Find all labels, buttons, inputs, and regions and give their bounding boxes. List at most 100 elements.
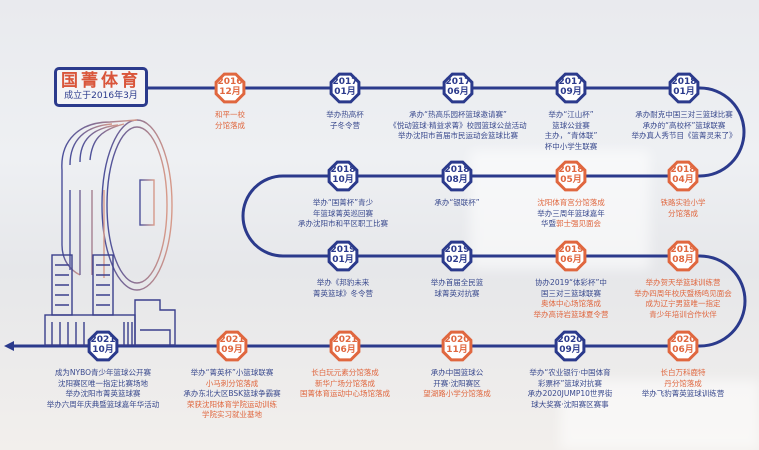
description-text: 举办“国菁杯”青少 xyxy=(312,198,374,207)
milestone-year: 2021 xyxy=(90,335,116,345)
octagon-badge-icon xyxy=(214,72,246,104)
description-text: 沈阳体育宫分馆落成 xyxy=(537,198,605,207)
milestone-month: 12月 xyxy=(219,87,241,97)
milestone-month: 10月 xyxy=(92,345,114,355)
milestone-year: 2018 xyxy=(670,165,696,175)
milestone-month: 06月 xyxy=(560,255,582,265)
octagon-badge-icon xyxy=(329,330,361,362)
octagon-badge-icon xyxy=(555,72,587,104)
brand-title: 国菁体育 xyxy=(61,71,141,91)
milestone-month: 09月 xyxy=(221,345,243,355)
octagon-badge-icon xyxy=(668,72,700,104)
description-text: 望湖路小学分馆落成 xyxy=(423,389,491,398)
milestone-year: 2019 xyxy=(444,245,470,255)
description-line: 国三对三篮球联赛 xyxy=(496,289,646,300)
octagon-badge-icon xyxy=(87,330,119,362)
milestone-description: 举办热高杯子冬令营 xyxy=(270,110,420,131)
description-line: 举办高诗岩篮球夏令营 xyxy=(496,310,646,321)
description-line: 举办首届全民篮 xyxy=(382,278,532,289)
description-line: 沈阳赛区唯一指定比赛场地 xyxy=(28,379,178,390)
octagon-badge-icon xyxy=(667,160,699,192)
description-line: 小马刺分馆落成 xyxy=(157,379,307,390)
milestone-year: 2021 xyxy=(332,335,358,345)
milestone-month: 10月 xyxy=(332,175,354,185)
description-line: 承办“银联杯” xyxy=(382,198,532,209)
octagon-badge-icon xyxy=(441,240,473,272)
milestone-year: 2021 xyxy=(219,335,245,345)
description-line: 和平一校 xyxy=(155,110,305,121)
description-text: 新华广场分馆落成 xyxy=(315,378,375,388)
description-text: 承办沈阳市和平区职工比赛 xyxy=(298,219,388,228)
milestone-year: 2019 xyxy=(670,245,696,255)
milestone-description: 承办“热高乐园杯篮球邀请赛”《悦动篮球·精益求菁》校园篮球公益活动举办沈阳市首届… xyxy=(383,110,533,142)
description-line: 举办“江山杯” xyxy=(496,110,646,121)
milestone-description: 举办《邦豹未来菁英篮球》冬令营 xyxy=(268,278,418,299)
description-line: 成为NYBO青少年篮球公开赛 xyxy=(28,368,178,379)
description-text: 子冬令营 xyxy=(330,120,360,130)
description-text: 国菁体育运动中心场馆落成 xyxy=(300,389,390,398)
milestone-month: 06月 xyxy=(447,87,469,97)
milestone-year: 2016 xyxy=(217,77,243,87)
description-text: 华暨 xyxy=(541,219,556,228)
description-text: 奥体中心场馆落成 xyxy=(541,299,601,308)
octagon-badge-icon xyxy=(442,72,474,104)
description-line: 开赛·沈阳赛区 xyxy=(382,379,532,390)
description-line: 球菁英对抗赛 xyxy=(382,289,532,300)
description-text: 荣获沈阳体育学院运动训练 xyxy=(187,399,277,409)
milestone-year: 2020 xyxy=(557,335,583,345)
milestone-description: 承办“银联杯” xyxy=(382,198,532,209)
milestone-year: 2019 xyxy=(558,245,584,255)
milestone-month: 08月 xyxy=(446,175,468,185)
octagon-badge-icon xyxy=(667,330,699,362)
octagon-badge-icon xyxy=(327,160,359,192)
description-text: 小马刺分馆落成 xyxy=(205,378,259,388)
description-line: 承办2020JUMP10世界街 xyxy=(495,389,645,400)
description-line: 子冬令营 xyxy=(270,121,420,132)
description-text: 举办沈阳市首届市民运动会篮球比赛 xyxy=(398,131,518,140)
description-line: 举办贺天举篮球训练营 xyxy=(608,278,758,289)
milestone-month: 01月 xyxy=(334,87,356,97)
description-text: 杯中小学生联赛 xyxy=(544,141,598,151)
description-text: 举办热高杯 xyxy=(326,110,364,119)
octagon-badge-icon xyxy=(329,72,361,104)
brand-founded: 成立于2016年3月 xyxy=(64,91,138,101)
description-text: 举办“江山杯” xyxy=(548,110,594,119)
brand-logo-box: 国菁体育 成立于2016年3月 xyxy=(54,67,148,107)
description-line: 承办东北大区BSK篮球争霸赛 xyxy=(157,389,307,400)
description-line: 承办“热高乐园杯篮球邀请赛” xyxy=(383,110,533,121)
description-text: 承办东北大区BSK篮球争霸赛 xyxy=(183,389,281,398)
milestone-description: 长白万科鹿特丹分馆落成举办飞豹菁英篮球训练营 xyxy=(608,368,758,400)
description-line: 举办沈阳市首届市民运动会篮球比赛 xyxy=(383,131,533,142)
milestone-description: 举办“江山杯”篮球公益赛主办，“青体联”杯中小学生联赛 xyxy=(496,110,646,152)
description-line: 年篮球菁英巡回赛 xyxy=(268,209,418,220)
description-text: 举办三周年篮球嘉年 xyxy=(537,208,605,218)
milestone-year: 2018 xyxy=(330,165,356,175)
milestone-description: 举办“菁英杯”小篮球联赛小马刺分馆落成承办东北大区BSK篮球争霸赛荣获沈阳体育学… xyxy=(157,368,307,421)
description-line: 举办“国菁杯”青少 xyxy=(268,198,418,209)
milestone-year: 2017 xyxy=(445,77,471,87)
description-text: 举办四周年校庆暨杨鸣见面会 xyxy=(634,288,732,298)
milestone-description: 举办“国菁杯”青少年篮球菁英巡回赛承办沈阳市和平区职工比赛 xyxy=(268,198,418,230)
description-text: 篮球公益赛 xyxy=(552,120,590,130)
milestone-description: 举办贺天举篮球训练营举办四周年校庆暨杨鸣见面会成为辽宁男篮唯一指定青少年培训合作… xyxy=(608,278,758,320)
description-line: 分馆落成 xyxy=(155,121,305,132)
description-text: 承办中国篮球公 xyxy=(430,368,484,377)
milestone-description: 举办“农业银行·中国体育彩票杯”篮球对抗赛承办2020JUMP10世界街球大奖赛… xyxy=(495,368,645,410)
octagon-badge-icon xyxy=(441,160,473,192)
description-text: 举办六周年庆典暨篮球嘉年华活动 xyxy=(46,399,160,409)
arrow-head-icon xyxy=(4,341,14,351)
